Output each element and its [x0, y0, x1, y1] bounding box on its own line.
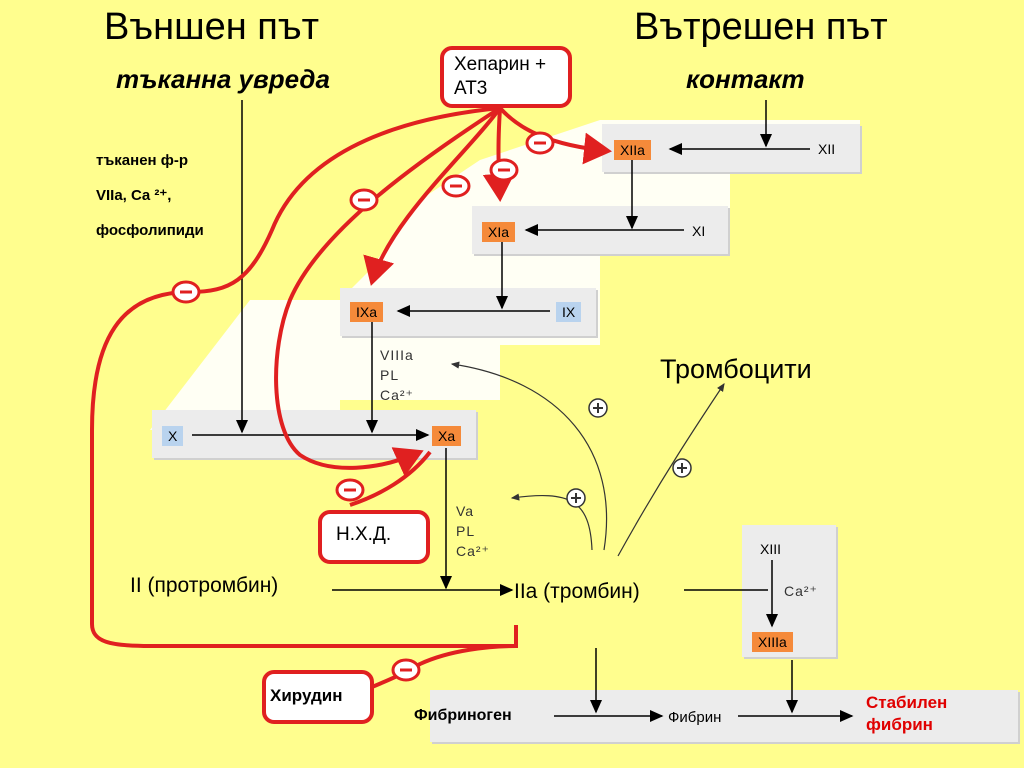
fibrin-box	[430, 690, 1018, 742]
platelets-label: Тромбоцити	[660, 354, 812, 384]
stable-fibrin-label: Стабилен фибрин	[866, 693, 948, 734]
factor-x: X	[162, 426, 184, 446]
thrombin-label: IIa (тромбин)	[514, 580, 640, 603]
heparin-at3-label: Хепарин + АТ3	[454, 54, 547, 99]
factor-xiia: XIIa	[614, 140, 651, 160]
factor-xiii: XIII	[760, 541, 782, 557]
prothrombinase-cofactor-ca: Ca²⁺	[456, 543, 490, 559]
tenase-cofactor-ca: Ca²⁺	[380, 387, 414, 403]
contact-label: контакт	[686, 64, 805, 94]
prothrombinase-cofactor-va: Va	[456, 503, 475, 519]
prothrombin-label: II (протромбин)	[130, 574, 279, 597]
intrinsic-pathway-title: Вътрешен път	[634, 6, 888, 48]
prothrombinase-cofactor-pl: PL	[456, 523, 476, 539]
activation-markers	[566, 398, 692, 508]
factor-xiiia: XIIIa	[752, 632, 793, 652]
factor-xa: Xa	[432, 426, 462, 446]
tissue-factor-label: тъканен ф-р	[96, 152, 189, 169]
inhibition-markers	[171, 131, 555, 682]
hirudin-box: Хирудин	[262, 670, 374, 724]
tenase-cofactor-viiia: VIIIa	[380, 347, 414, 363]
xiii-cofactor-ca: Ca²⁺	[784, 583, 818, 599]
lmwh-label: Н.Х.Д.	[336, 524, 392, 545]
tissue-damage-label: тъканна увреда	[116, 64, 330, 94]
phospholipids-label: фосфолипиди	[96, 222, 204, 239]
factor-ix: IX	[556, 302, 582, 322]
factor-viia-label: VIIa, Ca ²⁺,	[96, 187, 172, 204]
hirudin-label: Хирудин	[270, 686, 343, 705]
lmwh-box: Н.Х.Д.	[318, 510, 430, 564]
fibrin-label: Фибрин	[668, 709, 722, 726]
extrinsic-pathway-title: Външен път	[104, 6, 319, 48]
factor-xia: XIa	[482, 222, 516, 242]
factor-xi: XI	[692, 223, 706, 239]
factor-xii: XII	[818, 141, 836, 157]
factor-ixa: IXa	[350, 302, 384, 322]
tenase-cofactor-pl: PL	[380, 367, 400, 383]
heparin-at3-box: Хепарин + АТ3	[440, 46, 572, 108]
fibrinogen-label: Фибриноген	[414, 707, 512, 724]
